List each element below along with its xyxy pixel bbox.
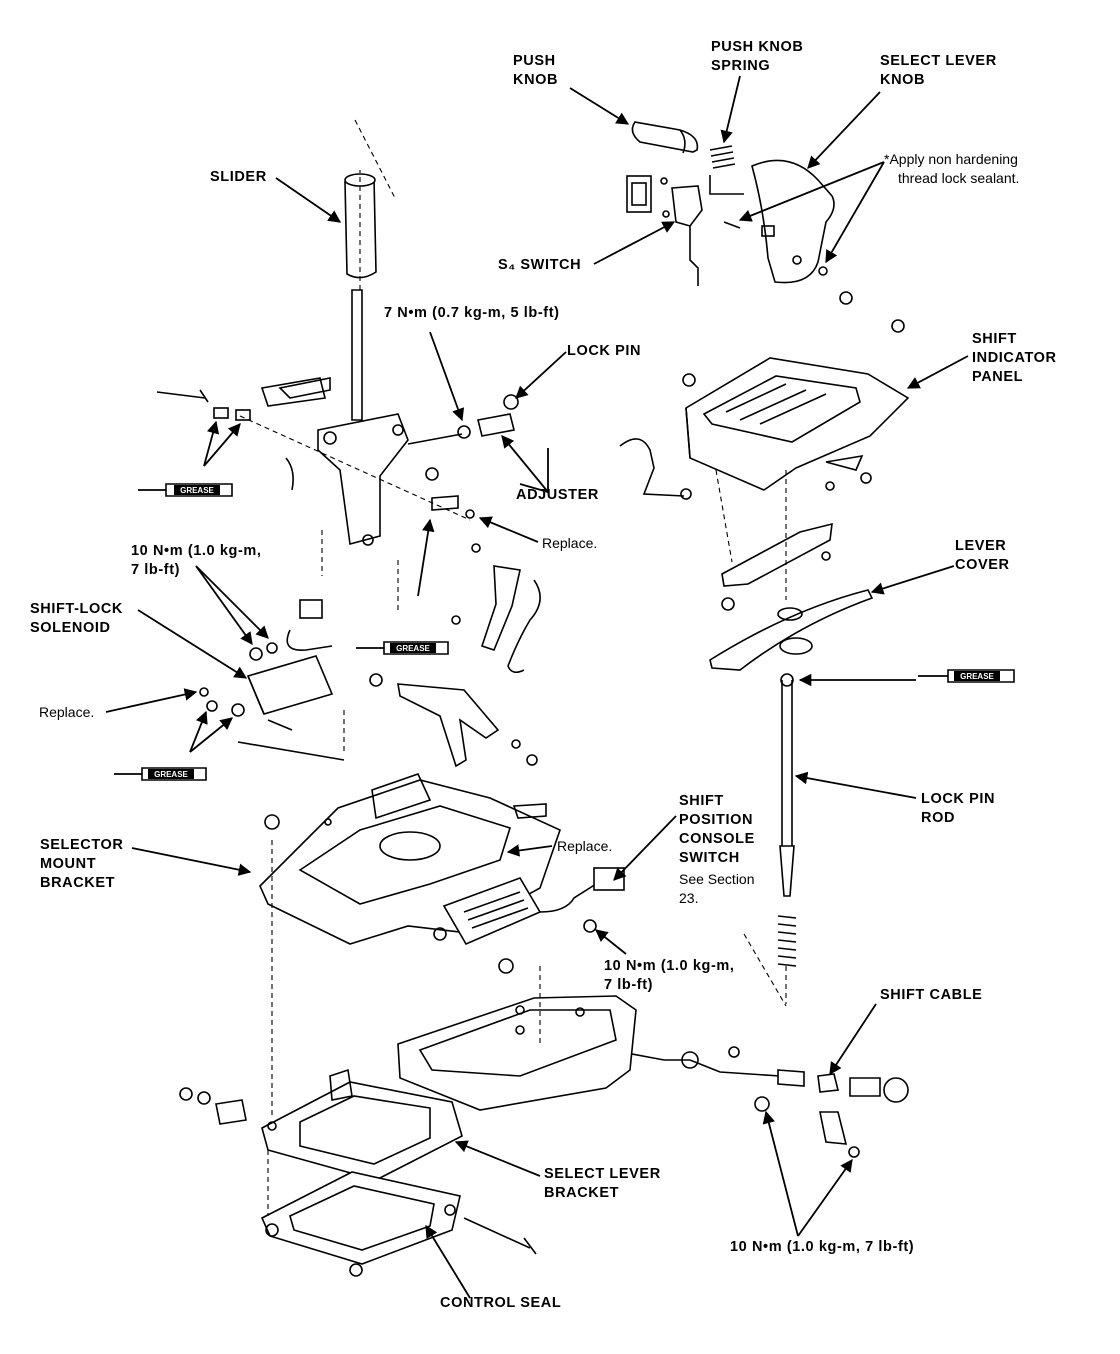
s4-switch [626, 175, 828, 286]
label-shift-lock-solenoid: SHIFT-LOCK SOLENOID [30, 601, 123, 636]
slider [344, 119, 396, 279]
label-torque-10-a: 10 N•m (1.0 kg-m, 7 lb-ft) [131, 543, 262, 578]
label-selector-mount-bracket: SELECTOR MOUNT BRACKET [40, 837, 124, 891]
lever-cover [709, 589, 874, 671]
lock-bracket-parts [369, 543, 541, 768]
label-replace-3: Replace. [557, 838, 613, 854]
lock-pin-rod [777, 673, 797, 967]
label-push-knob: PUSH KNOB [513, 53, 559, 88]
alignment-lines [239, 170, 787, 1216]
label-replace-1: Replace. [542, 535, 598, 551]
select-lever-knob [751, 159, 835, 284]
label-select-lever-knob: SELECT LEVER KNOB [880, 53, 997, 88]
control-seal [260, 1171, 537, 1277]
lock-pin [431, 495, 475, 519]
label-slider: SLIDER [210, 169, 267, 185]
label-shift-indicator-panel: SHIFT INDICATOR PANEL [972, 331, 1057, 385]
label-control-seal: CONTROL SEAL [440, 1295, 562, 1311]
push-knob-spring [709, 145, 736, 169]
label-adjuster: ADJUSTER [516, 487, 599, 503]
shift-lever [156, 289, 463, 546]
label-lock-pin-rod: LOCK PIN ROD [921, 791, 996, 826]
shift-cable [681, 1046, 909, 1158]
lever-cover-plate [721, 522, 833, 611]
label-shift-cable: SHIFT CABLE [880, 987, 983, 1003]
shift-position-console-switch [433, 867, 625, 974]
grease-tag-1: GREASE [138, 483, 233, 497]
label-torque-10-c: 10 N•m (1.0 kg-m, 7 lb-ft) [730, 1239, 915, 1255]
grease-tag-text: GREASE [154, 770, 188, 779]
console-base [397, 995, 690, 1111]
label-replace-2: Replace. [39, 704, 95, 720]
label-sealant-note: *Apply non hardening thread lock sealant… [884, 151, 1020, 186]
grease-tag-4: GREASE [918, 669, 1015, 683]
label-lock-pin: LOCK PIN [567, 343, 642, 359]
label-push-knob-spring: PUSH KNOB SPRING [711, 39, 804, 74]
grease-tag-text: GREASE [396, 644, 430, 653]
push-knob [631, 121, 699, 154]
adjuster [457, 394, 519, 439]
shift-lock-solenoid [199, 599, 345, 761]
grease-tag-2: GREASE [356, 641, 449, 655]
shift-indicator-panel [619, 291, 910, 500]
grease-tag-text: GREASE [960, 672, 994, 681]
label-torque-10-b: 10 N•m (1.0 kg-m, 7 lb-ft) [604, 958, 735, 993]
label-see-section: See Section 23. [679, 871, 755, 906]
label-shift-position-console-switch: SHIFT POSITION CONSOLE SWITCH [679, 793, 755, 866]
label-lever-cover: LEVER COVER [955, 538, 1010, 573]
label-s4-switch: S₄ SWITCH [498, 257, 582, 273]
grease-tag-text: GREASE [180, 486, 214, 495]
leader-lines [105, 75, 969, 1299]
grease-tag-3: GREASE [114, 767, 207, 781]
label-torque-7: 7 N•m (0.7 kg-m, 5 lb-ft) [384, 305, 560, 321]
label-select-lever-bracket: SELECT LEVER BRACKET [544, 1166, 661, 1201]
